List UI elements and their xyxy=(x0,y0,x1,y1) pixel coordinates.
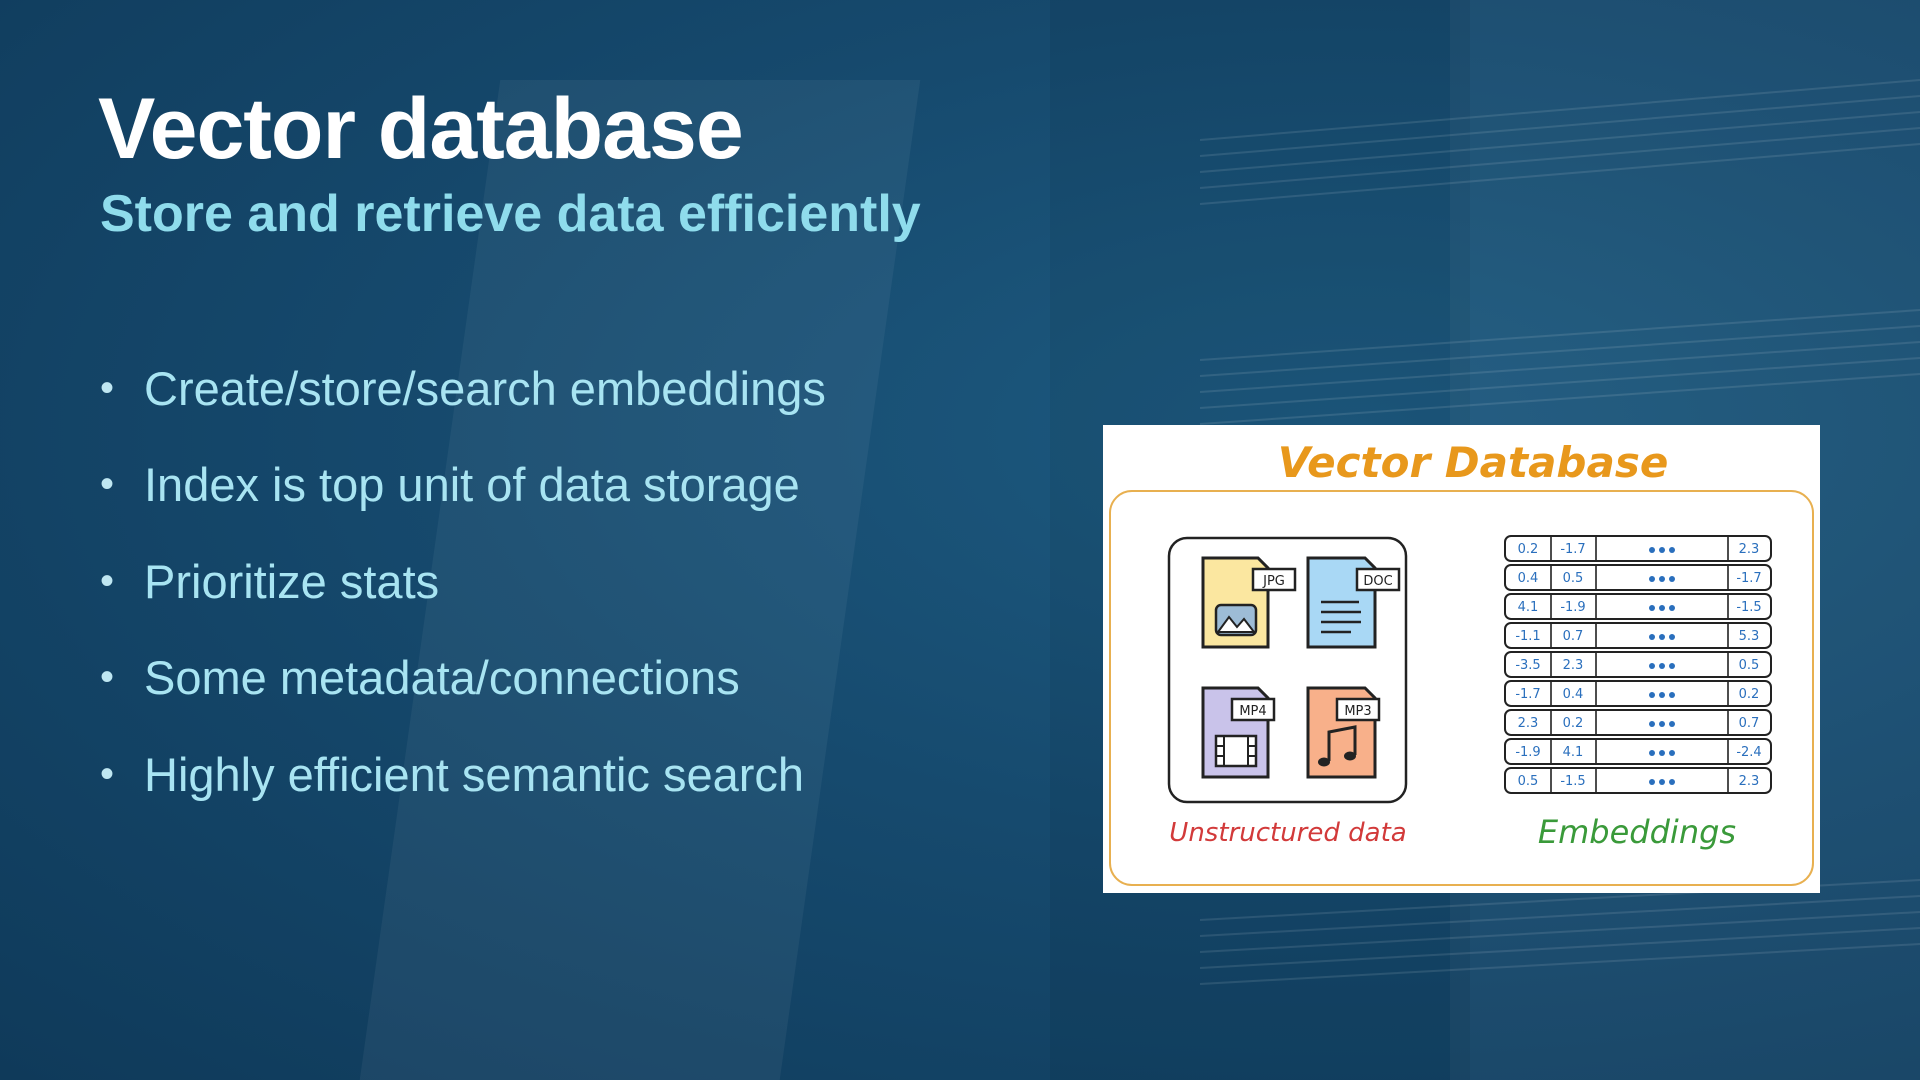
bullet-list: • Create/store/search embeddings • Index i… xyxy=(100,340,826,823)
mp4-file-icon: MP4 xyxy=(1201,686,1276,779)
embedding-value: 0.4 xyxy=(1563,687,1584,702)
slide-title: Vector database xyxy=(98,81,744,177)
embedding-value: 0.5 xyxy=(1563,571,1584,586)
embedding-value: 0.5 xyxy=(1518,774,1539,789)
unstructured-data-caption: Unstructured data xyxy=(1169,818,1406,848)
bullet-item: • Create/store/search embeddings xyxy=(100,340,826,437)
embedding-value: 2.3 xyxy=(1739,542,1760,557)
mp4-label: MP4 xyxy=(1239,704,1266,719)
ellipsis-icon xyxy=(1649,576,1675,582)
jpg-label: JPG xyxy=(1262,574,1285,589)
embedding-row: 2.3 0.2 0.7 xyxy=(1504,709,1772,736)
bullet-text: Index is top unit of data storage xyxy=(144,458,800,512)
embedding-value: -1.5 xyxy=(1736,600,1761,615)
figure-frame xyxy=(1109,490,1814,886)
embedding-value: -2.4 xyxy=(1736,745,1761,760)
ellipsis-icon xyxy=(1649,547,1675,553)
embedding-row: 0.5 -1.5 2.3 xyxy=(1504,767,1772,794)
embedding-value: -1.7 xyxy=(1736,571,1761,586)
embedding-row: 0.4 0.5 -1.7 xyxy=(1504,564,1772,591)
embedding-value: 0.7 xyxy=(1563,629,1584,644)
doc-file-icon: DOC xyxy=(1306,556,1401,649)
embedding-value: -1.7 xyxy=(1560,542,1585,557)
bullet-text: Create/store/search embeddings xyxy=(144,361,826,415)
ellipsis-icon xyxy=(1649,605,1675,611)
bullet-text: Some metadata/connections xyxy=(144,651,740,705)
vector-database-figure: Vector Database JPG DOC MP4 MP3 0.2 xyxy=(1103,425,1820,893)
embedding-value: 0.2 xyxy=(1739,687,1760,702)
embedding-value: 0.2 xyxy=(1518,542,1539,557)
ellipsis-icon xyxy=(1649,779,1675,785)
embedding-value: -3.5 xyxy=(1515,658,1540,673)
embedding-value: -1.9 xyxy=(1515,745,1540,760)
background-staff-lines xyxy=(1200,79,1920,985)
embeddings-caption: Embeddings xyxy=(1538,813,1736,851)
bullet-text: Prioritize stats xyxy=(144,554,440,608)
bullet-text: Highly efficient semantic search xyxy=(144,747,805,801)
embedding-value: 2.3 xyxy=(1563,658,1584,673)
mp3-label: MP3 xyxy=(1344,704,1371,719)
bullet-dot-icon: • xyxy=(100,558,115,603)
bullet-item: • Index is top unit of data storage xyxy=(100,437,826,534)
embedding-value: 2.3 xyxy=(1518,716,1539,731)
ellipsis-icon xyxy=(1649,663,1675,669)
embedding-value: 4.1 xyxy=(1563,745,1584,760)
bullet-item: • Highly efficient semantic search xyxy=(100,726,826,823)
slide-subtitle: Store and retrieve data efficiently xyxy=(100,185,921,243)
figure-title: Vector Database xyxy=(1278,438,1669,487)
embedding-row: 4.1 -1.9 -1.5 xyxy=(1504,593,1772,620)
embedding-value: 2.3 xyxy=(1739,774,1760,789)
embedding-value: 0.4 xyxy=(1518,571,1539,586)
embedding-value: 0.7 xyxy=(1739,716,1760,731)
ellipsis-icon xyxy=(1649,634,1675,640)
embedding-row: -1.7 0.4 0.2 xyxy=(1504,680,1772,707)
embeddings-table: 0.2 -1.7 2.3 0.4 0.5 -1.7 4.1 -1.9 -1.5 … xyxy=(1504,535,1772,794)
embedding-value: 5.3 xyxy=(1739,629,1760,644)
bullet-dot-icon: • xyxy=(100,751,115,796)
embedding-value: 4.1 xyxy=(1518,600,1539,615)
ellipsis-icon xyxy=(1649,721,1675,727)
ellipsis-icon xyxy=(1649,692,1675,698)
bullet-item: • Some metadata/connections xyxy=(100,630,826,727)
bullet-dot-icon: • xyxy=(100,365,115,410)
embedding-value: 0.5 xyxy=(1739,658,1760,673)
embedding-value: -1.5 xyxy=(1560,774,1585,789)
bullet-dot-icon: • xyxy=(100,655,115,700)
embedding-value: -1.9 xyxy=(1560,600,1585,615)
embedding-row: -1.9 4.1 -2.4 xyxy=(1504,738,1772,765)
bullet-item: • Prioritize stats xyxy=(100,533,826,630)
embedding-value: -1.7 xyxy=(1515,687,1540,702)
mp3-file-icon: MP3 xyxy=(1306,686,1381,779)
doc-label: DOC xyxy=(1363,574,1392,589)
embedding-row: -1.1 0.7 5.3 xyxy=(1504,622,1772,649)
embedding-value: -1.1 xyxy=(1515,629,1540,644)
bullet-dot-icon: • xyxy=(100,462,115,507)
ellipsis-icon xyxy=(1649,750,1675,756)
embedding-row: 0.2 -1.7 2.3 xyxy=(1504,535,1772,562)
embedding-value: 0.2 xyxy=(1563,716,1584,731)
jpg-file-icon: JPG xyxy=(1201,556,1297,649)
embedding-row: -3.5 2.3 0.5 xyxy=(1504,651,1772,678)
